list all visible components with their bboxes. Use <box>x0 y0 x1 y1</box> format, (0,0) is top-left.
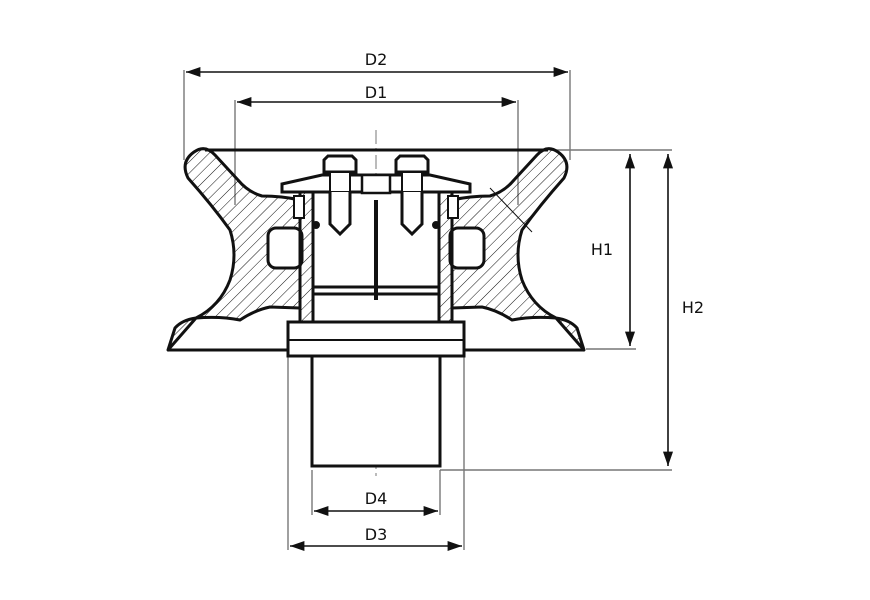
d1-label: D1 <box>365 83 388 102</box>
stem <box>310 354 442 468</box>
bolts <box>322 154 430 237</box>
left-lug <box>266 226 304 270</box>
center-nut <box>360 173 392 195</box>
bollard-section <box>166 147 586 352</box>
d4-label: D4 <box>365 489 388 508</box>
right-lug <box>448 226 486 270</box>
dimension-lines <box>186 66 674 552</box>
left-bolt <box>322 154 358 237</box>
side-lugs <box>266 226 486 270</box>
extension-lines <box>183 70 672 550</box>
h1-label: H1 <box>591 240 613 259</box>
side-pins <box>293 195 459 229</box>
leader-line <box>489 187 533 233</box>
d2-label: D2 <box>365 50 388 69</box>
inner-insert <box>280 173 472 468</box>
left-wall-section <box>166 147 302 352</box>
h2-label: H2 <box>682 298 704 317</box>
d3-label: D3 <box>365 525 388 544</box>
right-wall-section <box>450 147 586 352</box>
right-bolt <box>394 154 430 237</box>
